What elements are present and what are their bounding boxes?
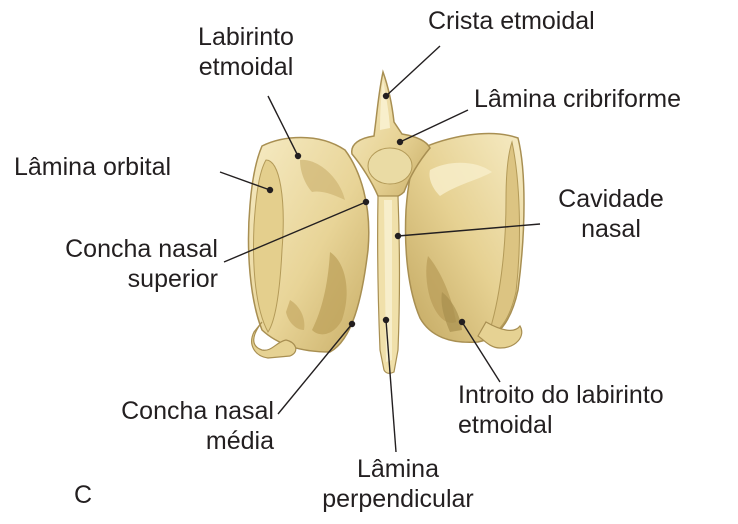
label-cavidade-line2: nasal: [536, 214, 686, 244]
label-concha-superior-line2: superior: [10, 264, 218, 294]
leader-dot-labirinto: [296, 154, 301, 159]
leader-dot-concha-superior: [364, 200, 369, 205]
label-introito-line2: etmoidal: [458, 410, 664, 440]
label-labirinto-line1: Labirinto: [176, 22, 316, 52]
label-lamina-cribriforme: Lâmina cribriforme: [474, 84, 681, 114]
leader-dot-introito: [460, 320, 465, 325]
label-perpendicular-line1: Lâmina: [318, 454, 478, 484]
label-cavidade-line1: Cavidade: [536, 184, 686, 214]
leader-dot-orbital: [268, 188, 273, 193]
label-cavidade-nasal: Cavidade nasal: [536, 184, 686, 244]
label-introito-line1: Introito do labirinto: [458, 380, 664, 410]
leader-dot-perpendicular: [384, 318, 389, 323]
label-concha-superior-line1: Concha nasal: [10, 234, 218, 264]
leader-dot-cribriforme: [398, 140, 403, 145]
label-labirinto-etmoidal: Labirinto etmoidal: [176, 22, 316, 82]
label-concha-nasal-media: Concha nasal média: [64, 396, 274, 456]
label-crista-etmoidal: Crista etmoidal: [428, 6, 595, 36]
label-introito-labirinto: Introito do labirinto etmoidal: [458, 380, 664, 440]
label-crista-etmoidal-text: Crista etmoidal: [428, 6, 595, 36]
leader-crista: [386, 46, 440, 96]
label-concha-nasal-superior: Concha nasal superior: [10, 234, 218, 294]
label-concha-media-line1: Concha nasal: [64, 396, 274, 426]
leader-dot-cavidade: [396, 234, 401, 239]
leader-dot-crista: [384, 94, 389, 99]
label-lamina-orbital: Lâmina orbital: [14, 152, 171, 182]
right-ethmoidal-labyrinth: [406, 134, 524, 348]
label-lamina-orbital-text: Lâmina orbital: [14, 152, 171, 182]
panel-letter: C: [74, 480, 92, 510]
panel-letter-text: C: [74, 480, 92, 510]
label-labirinto-line2: etmoidal: [176, 52, 316, 82]
label-lamina-cribriforme-text: Lâmina cribriforme: [474, 84, 681, 114]
label-concha-media-line2: média: [64, 426, 274, 456]
label-perpendicular-line2: perpendicular: [318, 484, 478, 514]
label-lamina-perpendicular: Lâmina perpendicular: [318, 454, 478, 514]
leader-dot-concha-media: [350, 322, 355, 327]
